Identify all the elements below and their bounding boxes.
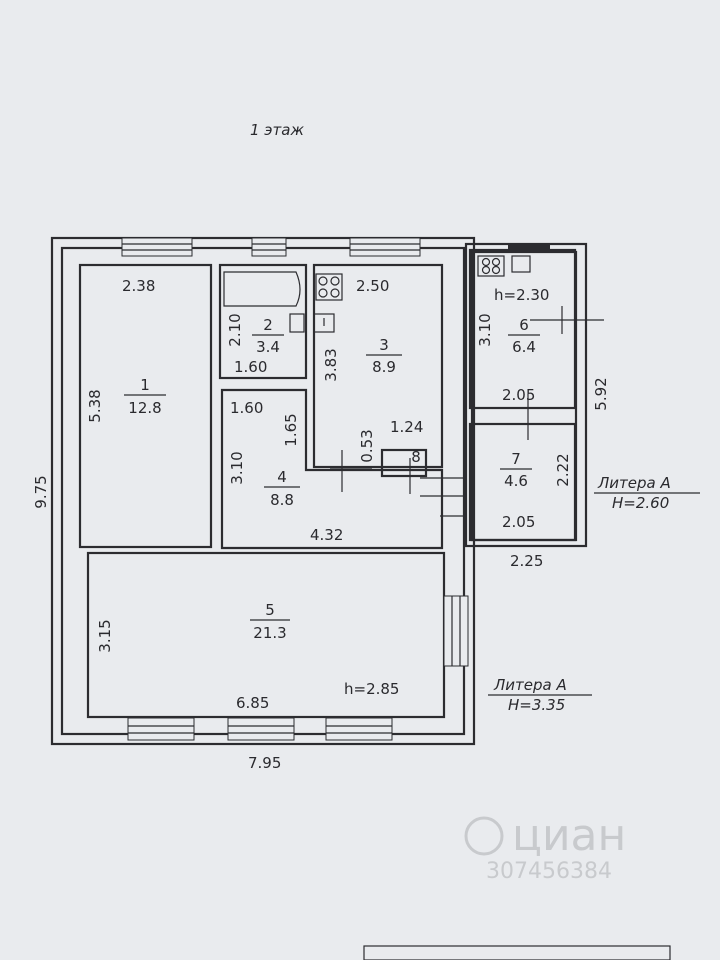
window-top-3 (349, 237, 421, 257)
room-2-number: 2 (263, 316, 273, 334)
bathtub-icon (223, 271, 301, 307)
dim-r4-bottom: 4.32 (310, 526, 343, 544)
room-7-number: 7 (511, 450, 521, 468)
window-top-1 (121, 237, 193, 257)
dim-r8-width: 1.24 (390, 418, 423, 436)
room-3-outline (312, 263, 444, 469)
litera-annex-name: Литера А (597, 474, 671, 492)
room-4-label: 4 8.8 (264, 468, 300, 509)
litera-annex-height: H=2.60 (612, 494, 669, 512)
dim-r6-width: 2.05 (502, 386, 535, 404)
room-8-outline (380, 448, 428, 478)
room-5-label: 5 21.3 (250, 601, 290, 642)
room-4-number: 4 (277, 468, 287, 486)
room-2-label: 2 3.4 (252, 316, 284, 356)
dim-r1-length: 5.38 (86, 389, 104, 422)
room-1-number: 1 (140, 376, 150, 394)
toilet-icon (313, 313, 335, 333)
window-bottom-3 (325, 717, 393, 741)
annex-window-marker (508, 244, 550, 250)
dim-r6-length: 3.10 (476, 313, 494, 346)
main-outer-wall (50, 236, 476, 746)
dim-r7-width: 2.05 (502, 513, 535, 531)
dim-r2-width: 1.60 (234, 358, 267, 376)
dim-r4-length: 3.10 (228, 451, 246, 484)
dim-annex-height: 5.92 (592, 377, 610, 410)
litera-main-name: Литера А (493, 676, 567, 694)
room-2-area: 3.4 (256, 338, 280, 356)
room-6-number: 6 (519, 316, 529, 334)
room-8-number: 8 (411, 448, 421, 466)
dim-r4-depth: 1.65 (282, 413, 300, 446)
window-right (443, 595, 469, 667)
room-6-area: 6.4 (512, 338, 536, 356)
room-3-label: 3 8.9 (366, 336, 402, 376)
stove-icon (315, 273, 343, 301)
sink-icon (289, 313, 305, 333)
room-1-label: 1 12.8 (124, 376, 166, 417)
room-2-outline (218, 263, 308, 380)
room-7-label: 7 4.6 (500, 450, 532, 490)
dim-r5-width: 6.85 (236, 694, 269, 712)
room-7-area: 4.6 (504, 472, 528, 490)
section-marks (330, 306, 604, 494)
litera-main: Литера А H=3.35 (488, 676, 592, 714)
window-bottom-1 (127, 717, 195, 741)
dim-r6-height: h=2.30 (494, 286, 549, 304)
room-6-label: 6 6.4 (508, 316, 540, 356)
dim-r3-width: 2.50 (356, 277, 389, 295)
litera-main-height: H=3.35 (508, 696, 565, 714)
room-5-area: 21.3 (253, 624, 286, 642)
window-bottom-2 (227, 717, 295, 741)
watermark-id: 307456384 (486, 859, 612, 884)
dim-r5-length: 3.15 (96, 619, 114, 652)
stove-icon-annex (477, 255, 505, 277)
room-4-area: 8.8 (270, 491, 294, 509)
room-3-number: 3 (379, 336, 389, 354)
room-7-outline (468, 422, 577, 542)
floor-title: 1 этаж (250, 121, 304, 139)
watermark-logo-icon (464, 816, 504, 856)
sink-icon-annex (511, 255, 531, 273)
room-1-outline (78, 263, 213, 549)
room-1-area: 12.8 (128, 399, 161, 417)
dim-total-width: 7.95 (248, 754, 281, 772)
dim-r7-length: 2.22 (554, 453, 572, 486)
watermark-brand: циан (512, 810, 626, 861)
room-5-number: 5 (265, 601, 275, 619)
dim-r2-length: 2.10 (226, 313, 244, 346)
room-4-outline (220, 388, 444, 550)
dim-r3-length: 3.83 (322, 348, 340, 381)
dim-total-height: 9.75 (32, 475, 50, 508)
room-3-area: 8.9 (372, 358, 396, 376)
dim-r8-small: 0.53 (358, 429, 376, 462)
dim-r4-width: 1.60 (230, 399, 263, 417)
dim-r5-height: h=2.85 (344, 680, 399, 698)
entrance-steps (420, 477, 466, 517)
litera-annex: Литера А H=2.60 (594, 474, 700, 512)
dim-r1-width: 2.38 (122, 277, 155, 295)
watermark: циан 307456384 (464, 810, 626, 884)
window-top-2 (251, 237, 287, 257)
bottom-frame (363, 945, 671, 960)
dim-annex-width: 2.25 (510, 552, 543, 570)
